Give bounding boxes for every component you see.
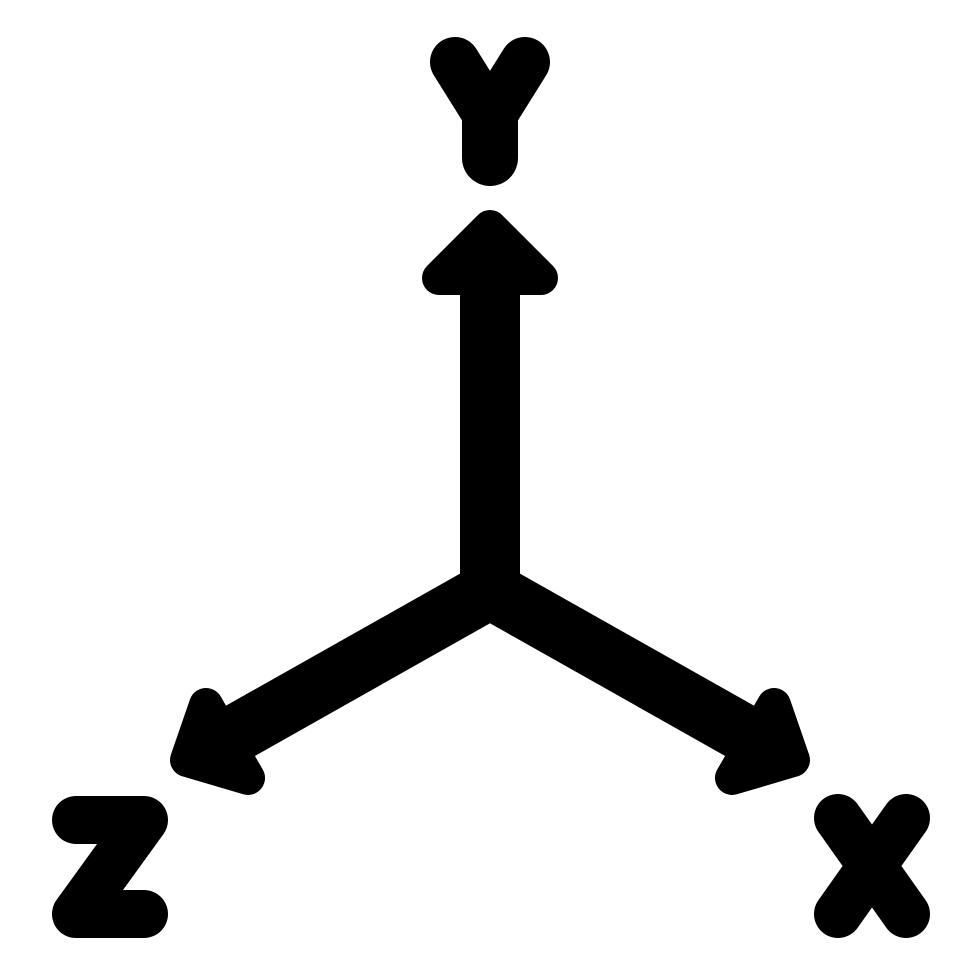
z-axis-line: [181, 561, 519, 777]
y-label: [430, 37, 550, 186]
arrowheads: [170, 210, 810, 795]
x-label: [814, 794, 930, 938]
x-axis-line: [461, 561, 799, 777]
y-arrowhead: [422, 210, 558, 295]
z-arrowhead: [170, 688, 265, 795]
x-arrowhead: [715, 688, 810, 795]
z-label: [52, 796, 168, 938]
axis-lines: [181, 232, 799, 777]
